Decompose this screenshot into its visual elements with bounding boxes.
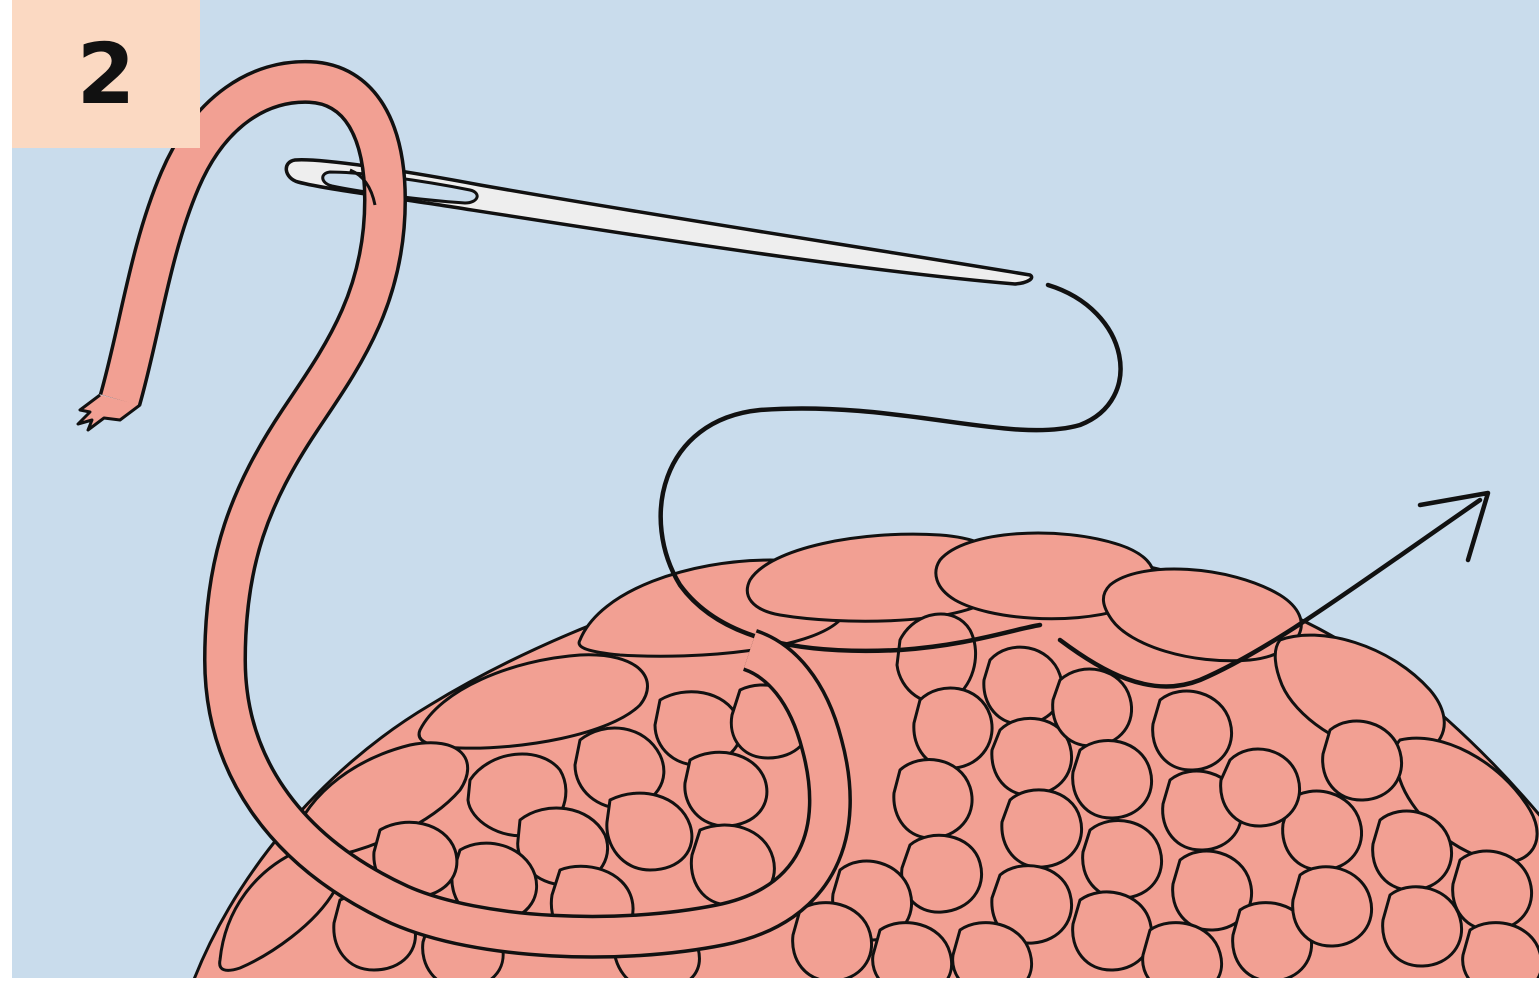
illustration-panel [12, 0, 1539, 978]
step-number-badge: 2 [12, 0, 200, 148]
illustration-canvas [12, 0, 1539, 978]
